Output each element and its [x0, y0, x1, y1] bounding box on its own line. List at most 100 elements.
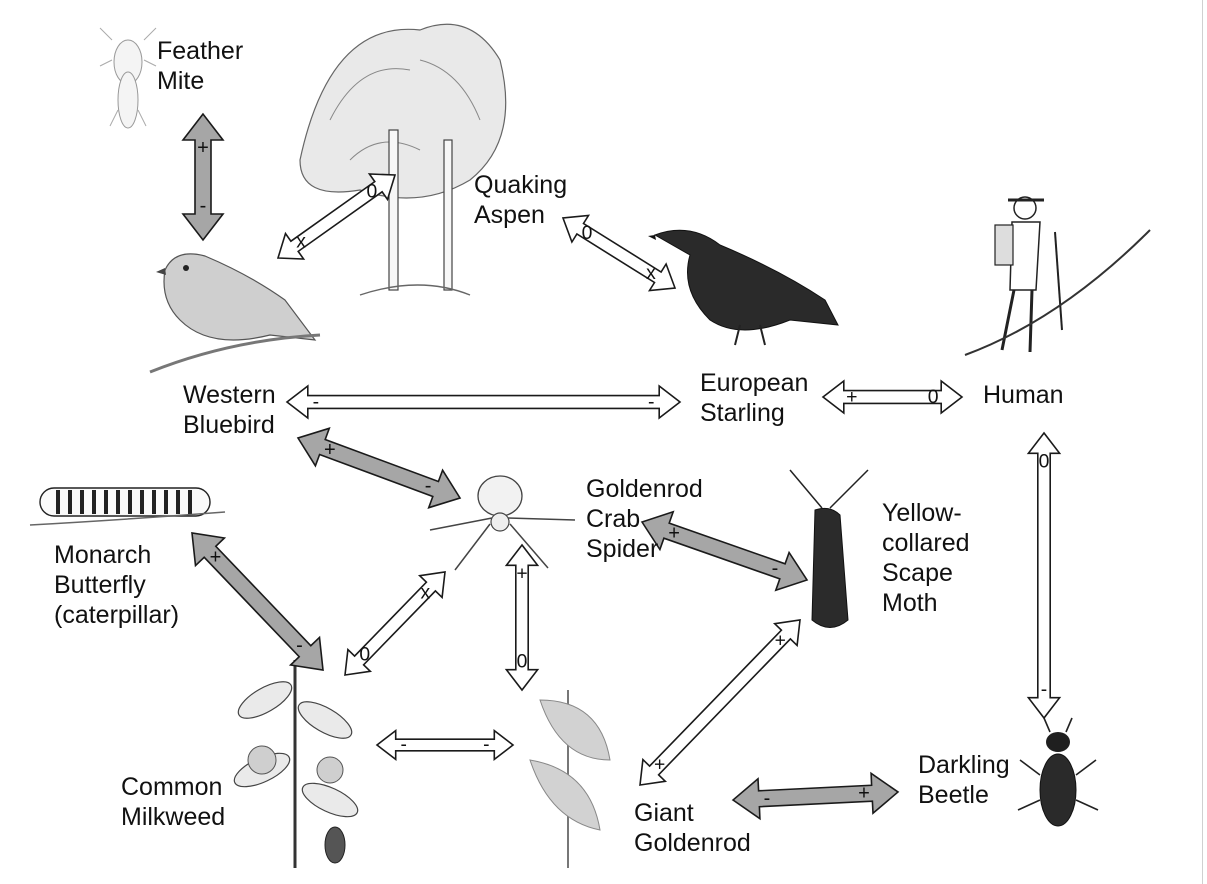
- goldenrod-icon: [529, 690, 611, 868]
- hiker-icon: [964, 196, 1151, 356]
- label-line: Goldenrod: [634, 829, 751, 857]
- interaction-arrow: 0-: [1026, 431, 1062, 720]
- effect-sign: +: [654, 754, 665, 776]
- label-line: Starling: [700, 399, 785, 427]
- caterpillar-icon: [29, 487, 226, 526]
- effect-sign: +: [846, 386, 857, 408]
- interaction-arrow: +-: [181, 112, 225, 242]
- arrow-shape: [1026, 431, 1062, 720]
- arrow-shape: [276, 173, 397, 260]
- arrow-shape: [821, 379, 964, 415]
- bluebird-icon: [149, 253, 321, 374]
- arrow-shape: [285, 384, 682, 420]
- label-line: collared: [882, 529, 970, 557]
- label-line: Scape: [882, 559, 953, 587]
- label-line: Common: [121, 773, 223, 801]
- interaction-arrow: --: [375, 728, 515, 762]
- effect-sign: +: [668, 522, 680, 544]
- label-line: Monarch: [54, 541, 152, 569]
- label-line: Yellow-: [882, 499, 962, 527]
- effect-sign: x: [296, 231, 306, 253]
- effect-sign: +: [210, 547, 222, 569]
- arrow-shape: [375, 728, 515, 762]
- interaction-arrow: --: [285, 384, 682, 420]
- frame-edge: [1202, 0, 1203, 884]
- effect-sign: -: [296, 634, 303, 656]
- label-line: Human: [983, 381, 1064, 409]
- label-line: Mite: [157, 67, 205, 95]
- label-line: Bluebird: [183, 411, 275, 439]
- effect-sign: -: [401, 735, 407, 756]
- effect-sign: -: [1041, 679, 1047, 701]
- effect-sign: 0: [582, 222, 593, 244]
- arrow-shape: [639, 619, 801, 786]
- interaction-arrow: +0: [504, 543, 540, 692]
- arrow-shape: [504, 543, 540, 692]
- beetle-icon: [1017, 717, 1099, 827]
- effect-sign: +: [858, 783, 870, 805]
- arrow-shape: [640, 510, 809, 592]
- effect-sign: -: [764, 787, 771, 809]
- aspen-tree-icon: [299, 23, 507, 296]
- arrow-shape: [191, 532, 324, 671]
- effect-sign: x: [420, 581, 430, 603]
- label-line: Giant: [634, 799, 694, 827]
- starling-icon: [648, 229, 839, 346]
- effect-sign: +: [516, 562, 527, 584]
- interaction-arrow: 0x: [561, 214, 677, 292]
- effect-sign: +: [775, 629, 786, 651]
- label-line: Western: [183, 381, 276, 409]
- arrow-shape: [344, 571, 446, 676]
- label-line: (caterpillar): [54, 601, 180, 629]
- milkweed-icon: [233, 660, 359, 868]
- interaction-arrow: ++: [639, 619, 801, 786]
- arrow-shape: [181, 112, 225, 242]
- label-line: Milkweed: [121, 803, 226, 831]
- label-line: European: [700, 369, 809, 397]
- arrow-shape: [296, 427, 462, 509]
- interaction-arrow: +-: [296, 427, 462, 509]
- label-line: Darkling: [918, 751, 1010, 779]
- effect-sign: 0: [367, 180, 378, 202]
- label-line: Feather: [157, 37, 244, 65]
- effect-sign: 0: [359, 644, 370, 666]
- label-line: Crab: [586, 505, 641, 533]
- effect-sign: -: [483, 735, 489, 756]
- effect-sign: +: [324, 439, 336, 461]
- effect-sign: -: [425, 475, 432, 497]
- human-label: Human: [983, 380, 1064, 410]
- effect-sign: -: [772, 558, 779, 580]
- interaction-arrow: -+: [731, 771, 900, 821]
- effect-sign: -: [200, 195, 207, 217]
- label-line: Beetle: [918, 781, 989, 809]
- mite-icon: [99, 27, 157, 129]
- label-line: Spider: [586, 535, 659, 563]
- effect-sign: +: [197, 137, 209, 159]
- effect-sign: x: [646, 262, 656, 284]
- effect-sign: -: [313, 391, 319, 413]
- interaction-arrow: +0: [821, 379, 964, 415]
- moth-icon: [789, 469, 869, 628]
- label-line: Quaking: [474, 171, 568, 199]
- interaction-arrow: +-: [191, 532, 324, 671]
- effect-sign: 0: [517, 651, 528, 673]
- effect-sign: -: [648, 391, 654, 413]
- effect-sign: 0: [928, 386, 939, 408]
- interaction-arrow: x0: [276, 173, 397, 260]
- label-line: Moth: [882, 589, 938, 617]
- label-line: Goldenrod: [586, 475, 703, 503]
- arrow-shape: [561, 214, 677, 292]
- label-line: Aspen: [474, 201, 545, 229]
